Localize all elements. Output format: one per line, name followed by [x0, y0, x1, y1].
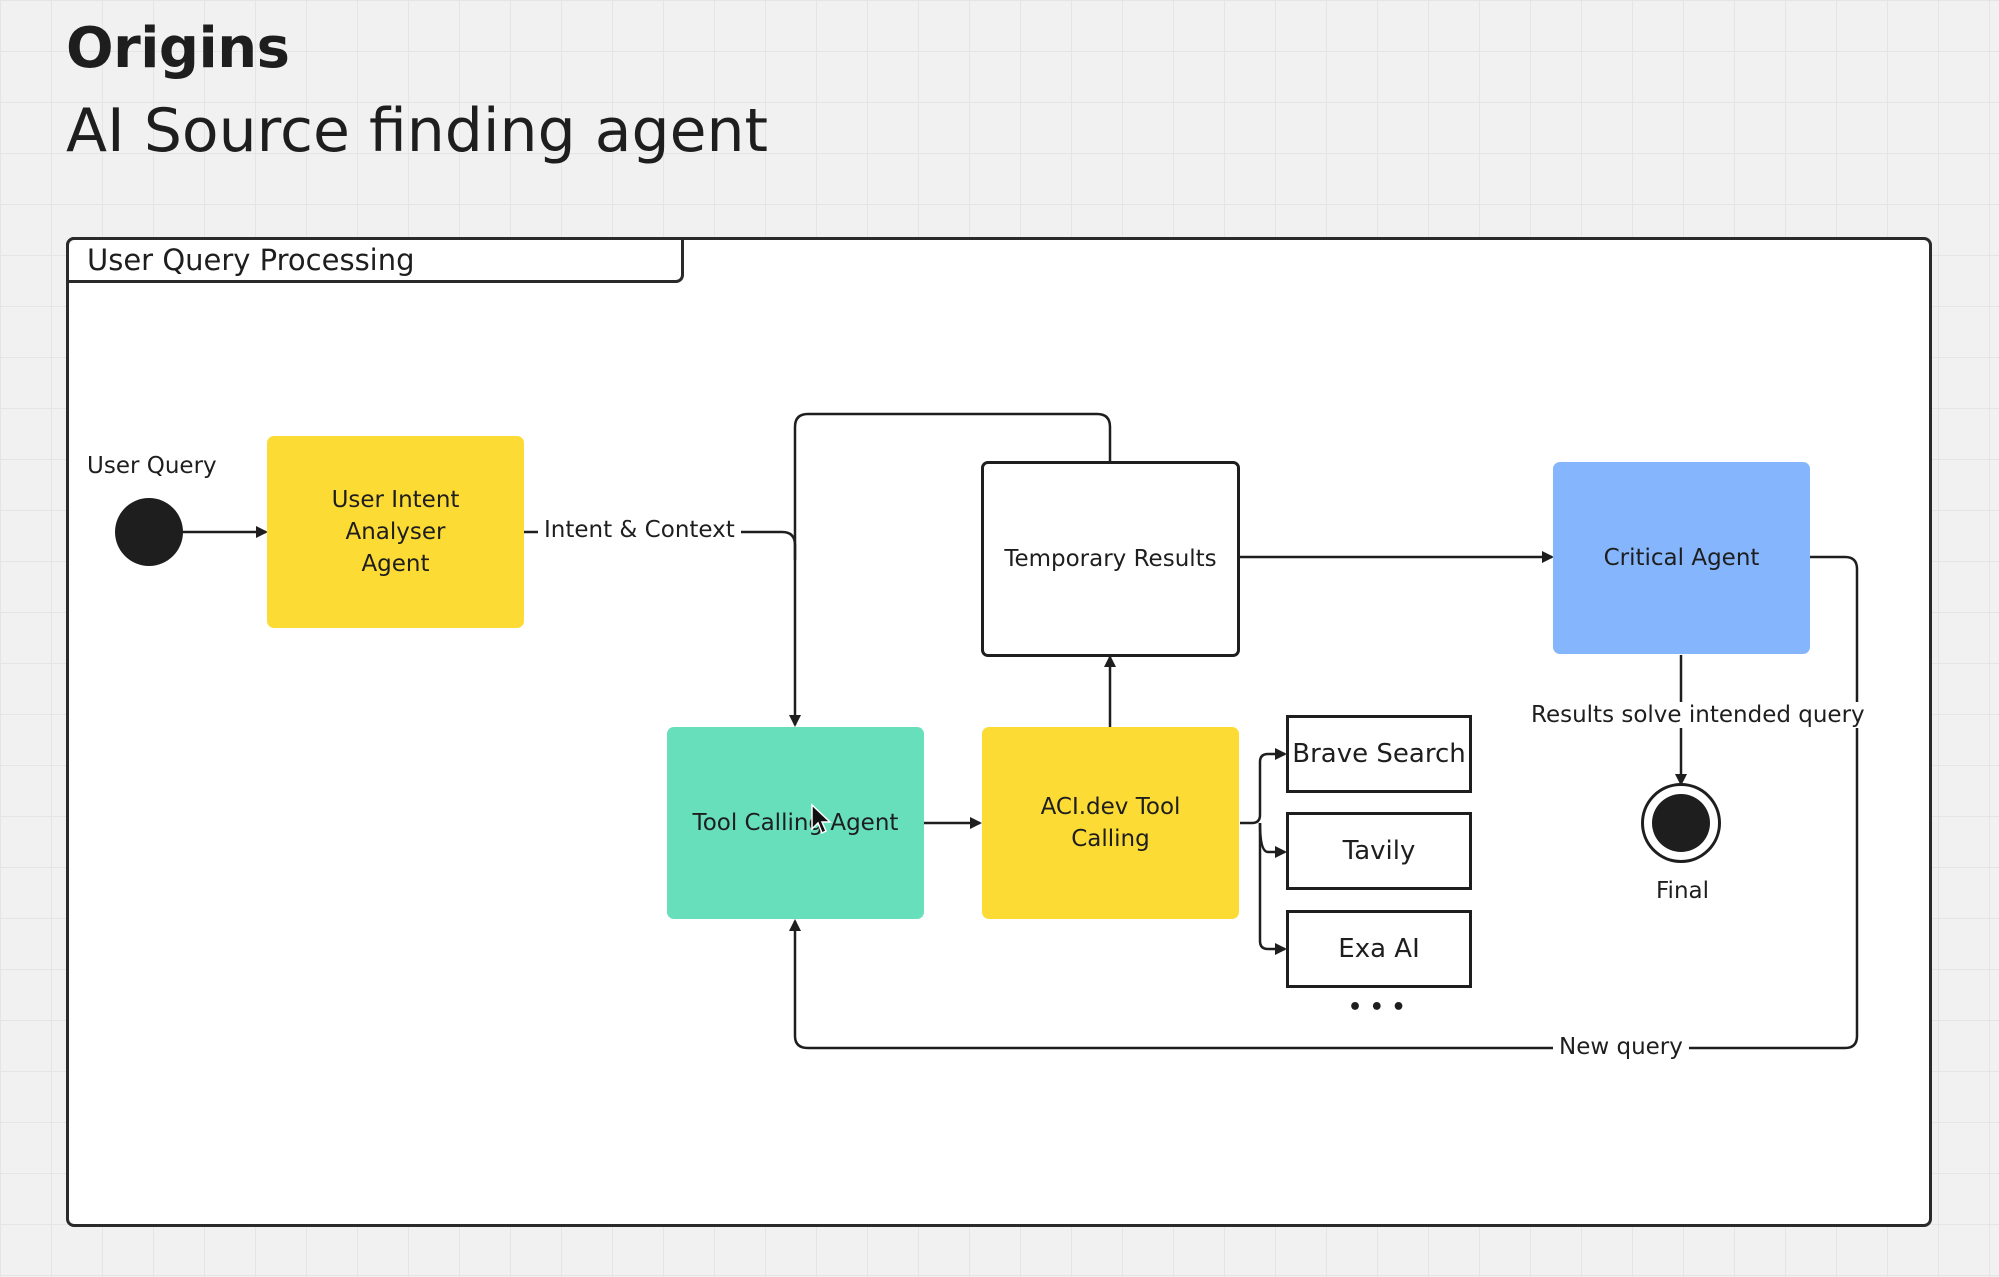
edge-label-results-solve: Results solve intended query: [1525, 702, 1871, 728]
edge-new-query: [789, 555, 1859, 1050]
frame-label: User Query Processing: [66, 237, 684, 283]
aci-dev-tool-calling-node[interactable]: ACI.dev Tool Calling: [982, 727, 1239, 919]
edge-label-intent-context: Intent & Context: [538, 517, 741, 543]
start-node[interactable]: [115, 498, 183, 566]
critical-agent-node[interactable]: Critical Agent: [1553, 462, 1810, 654]
page-subtitle: AI Source finding agent: [66, 96, 769, 166]
tool-calling-agent-label: Tool Calling Agent: [692, 810, 899, 836]
edge-results-loop: [793, 412, 1112, 560]
tool-label: Exa AI: [1338, 934, 1420, 964]
final-label: Final: [1656, 878, 1710, 904]
tool-calling-agent-node[interactable]: Tool Calling Agent: [667, 727, 924, 919]
edge-aci-to-tavily: [1258, 822, 1287, 858]
final-node-core: [1652, 794, 1710, 852]
tool-brave-search[interactable]: Brave Search: [1286, 715, 1472, 793]
temporary-results-label: Temporary Results: [1004, 546, 1217, 572]
page-title: Origins: [66, 16, 290, 81]
tool-label: Brave Search: [1292, 739, 1466, 769]
temporary-results-node[interactable]: Temporary Results: [981, 461, 1240, 657]
edge-aci-to-brave: [1240, 748, 1287, 825]
mouse-cursor-icon: [811, 803, 832, 835]
more-tools-indicator: • • •: [1348, 995, 1406, 1020]
start-label: User Query: [87, 453, 217, 479]
aci-tool-calling-label: ACI.dev Tool Calling: [1040, 794, 1181, 852]
edge-aci-to-exa: [1258, 823, 1287, 955]
tool-label: Tavily: [1342, 836, 1416, 866]
intent-agent-label: User Intent Analyser Agent: [331, 487, 460, 577]
edge-label-new-query: New query: [1553, 1034, 1689, 1060]
edge-intent-to-tool-agent: [524, 530, 801, 727]
tool-exa-ai[interactable]: Exa AI: [1286, 910, 1472, 988]
critical-agent-label: Critical Agent: [1603, 545, 1760, 571]
final-node[interactable]: [1641, 783, 1721, 863]
tool-tavily[interactable]: Tavily: [1286, 812, 1472, 890]
user-intent-analyser-agent-node[interactable]: User Intent Analyser Agent: [267, 436, 524, 628]
